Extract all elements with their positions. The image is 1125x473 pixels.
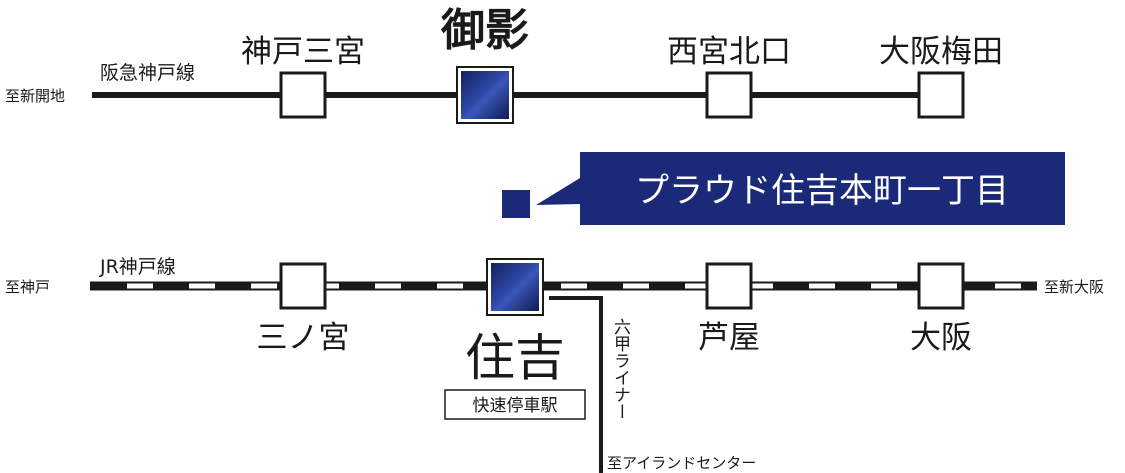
rapid-stop-badge-label: 快速停車駅 <box>473 396 558 416</box>
rokko-liner-terminus-label: 至アイランドセンター <box>607 454 756 472</box>
hankyu-line-name: 阪急神戸線 <box>100 62 195 84</box>
jr-terminus-left-label: 至神戸 <box>5 278 50 296</box>
station-name-ashiya: 芦屋 <box>698 320 760 356</box>
station-marker-sannomiya <box>279 262 327 310</box>
hankyu-terminus-left-label: 至新開地 <box>5 87 65 105</box>
station-marker-mikage <box>461 71 509 119</box>
property-marker <box>502 190 530 218</box>
station-name-nishinomiya-kitaguchi: 西宮北口 <box>667 34 791 70</box>
station-name-mikage: 御影 <box>440 5 529 56</box>
station-name-osaka: 大阪 <box>910 320 972 356</box>
station-marker-sumiyoshi <box>491 263 539 311</box>
station-name-osaka-umeda: 大阪梅田 <box>879 34 1003 70</box>
station-marker-osaka <box>917 262 965 310</box>
rokko-liner-name: 六甲ライナー <box>610 318 631 420</box>
station-marker-nishinomiya-kitaguchi <box>705 71 753 119</box>
station-name-sannomiya: 三ノ宮 <box>257 320 350 356</box>
rapid-stop-badge <box>444 389 586 420</box>
property-label-callout <box>536 152 1065 225</box>
jr-terminus-right-label: 至新大阪 <box>1044 278 1104 296</box>
station-marker-kobe-sannomiya <box>279 71 327 119</box>
station-marker-ashiya <box>705 262 753 310</box>
station-marker-osaka-umeda <box>917 71 965 119</box>
station-name-kobe-sannomiya: 神戸三宮 <box>241 34 365 70</box>
station-name-sumiyoshi: 住吉 <box>465 329 565 387</box>
property-name: プラウド住吉本町一丁目 <box>635 171 1009 211</box>
jr-line-name: JR神戸線 <box>99 256 176 278</box>
